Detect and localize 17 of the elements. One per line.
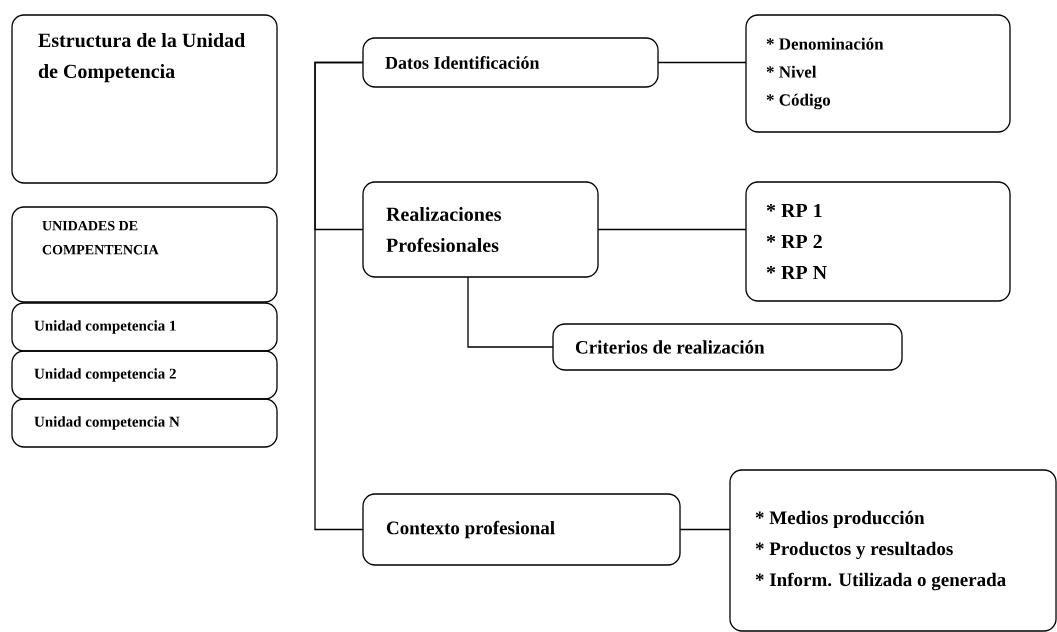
unit-box: Unidad competencia 2	[11, 350, 278, 400]
process-box: Criterios de realización	[552, 323, 903, 371]
connector-line	[657, 61, 747, 64]
unit-box: Unidad competencia N	[11, 398, 278, 448]
connector-line	[597, 228, 747, 231]
process-box: Contexto profesional	[362, 493, 681, 566]
connector-line	[679, 528, 731, 531]
process-box: Realizaciones Profesionales	[362, 181, 599, 278]
unit-box: Unidad competencia 1	[11, 302, 278, 352]
list-box: * Denominación * Nivel * Código	[745, 14, 1011, 133]
list-box: * RP 1 * RP 2 * RP N	[745, 181, 1011, 302]
list-box: * Medios producción * Productos y resultados * Inform. Utilizada o generada	[729, 469, 1057, 632]
header-box: UNIDADES DE COMPENTENCIA	[11, 206, 278, 303]
title-box: Estructura de la Unidad de Competencia	[11, 14, 278, 184]
connector-line	[314, 61, 364, 531]
process-box: Datos Identificación	[362, 37, 659, 88]
connector-line	[467, 276, 554, 348]
